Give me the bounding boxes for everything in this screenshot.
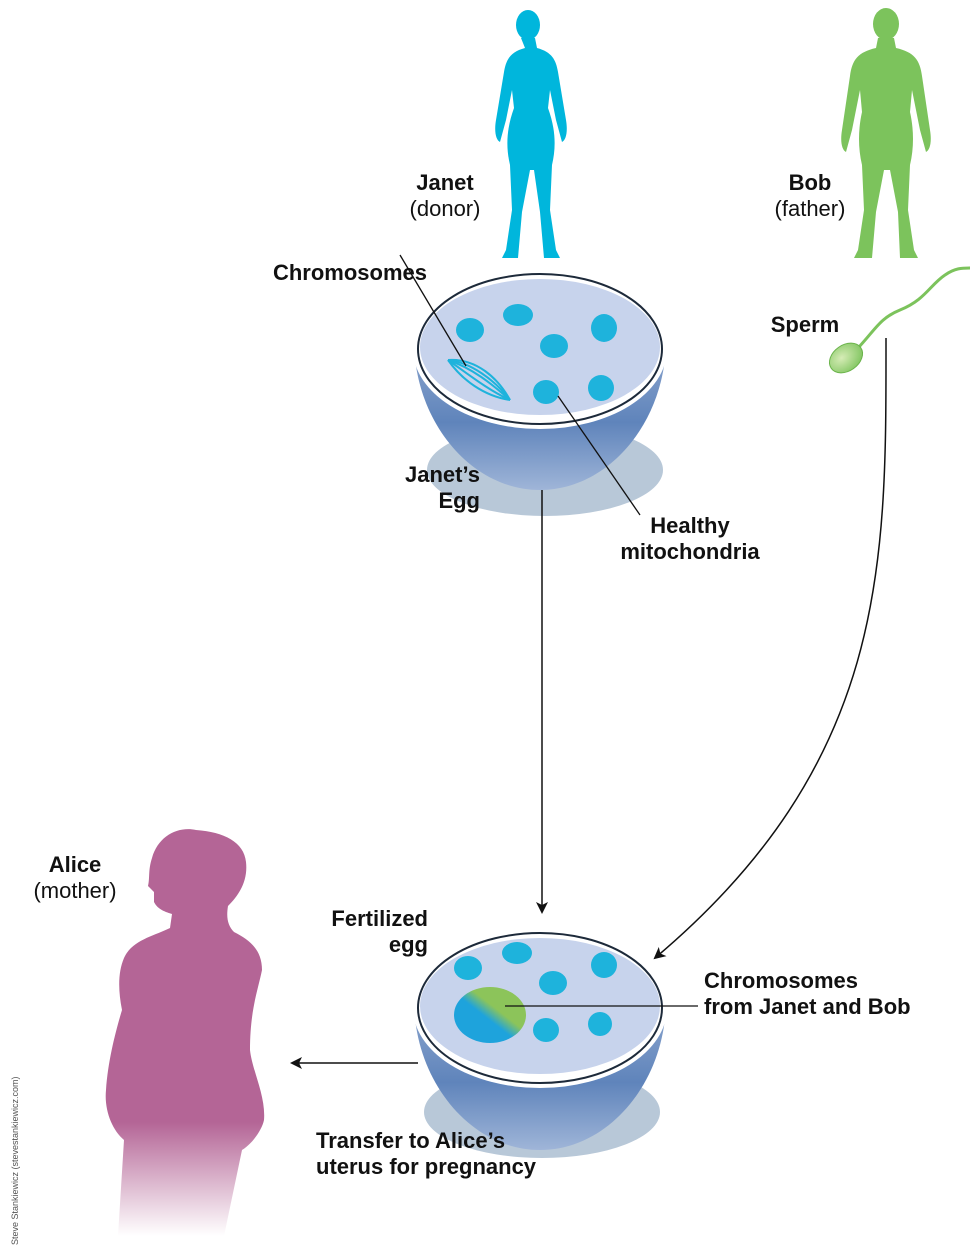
janet-label: Janet (donor) [400,170,490,222]
transfer-line2: uterus for pregnancy [316,1154,586,1180]
fertilized-line2: egg [300,932,428,958]
mitochondrion [591,314,617,342]
alice-label: Alice (mother) [20,852,130,904]
nucleus-janet-bob [454,987,526,1043]
mitochondrion [502,942,532,964]
sperm-to-egg-arrow [655,338,886,958]
janets-egg-label: Janet’s Egg [370,462,480,514]
bob-label: Bob (father) [760,170,860,222]
artist-credit: Steve Stankiewicz (stevestankiewicz.com) [10,1025,20,1245]
mitochondrion [540,334,568,358]
chrom-jb-line1: Chromosomes [704,968,954,994]
transfer-line1: Transfer to Alice’s [316,1128,586,1154]
janet-figure-icon [495,10,567,258]
mitochondrion [454,956,482,980]
healthy-line1: Healthy [590,513,790,539]
janets-egg-line2: Egg [370,488,480,514]
fertilized-egg-label: Fertilized egg [300,906,428,958]
chromosomes-jb-label: Chromosomes from Janet and Bob [704,968,954,1020]
mitochondrion [588,375,614,401]
healthy-mitochondria-label: Healthy mitochondria [590,513,790,565]
chrom-jb-line2: from Janet and Bob [704,994,954,1020]
janets-egg-line1: Janet’s [370,462,480,488]
bob-name: Bob [760,170,860,196]
mitochondrion [539,971,567,995]
sperm-label: Sperm [760,312,850,338]
alice-role: (mother) [20,878,130,904]
janet-role: (donor) [400,196,490,222]
fertilized-egg [413,928,667,1158]
transfer-label: Transfer to Alice’s uterus for pregnancy [316,1128,586,1180]
mitochondrion [591,952,617,978]
alice-name: Alice [20,852,130,878]
mitochondrion [533,380,559,404]
chromosomes-label: Chromosomes [255,260,445,286]
fertilized-line1: Fertilized [300,906,428,932]
mitochondrion [456,318,484,342]
mitochondrion [533,1018,559,1042]
bob-role: (father) [760,196,860,222]
mitochondrion [503,304,533,326]
janet-name: Janet [400,170,490,196]
healthy-line2: mitochondria [590,539,790,565]
mitochondrion [588,1012,612,1036]
